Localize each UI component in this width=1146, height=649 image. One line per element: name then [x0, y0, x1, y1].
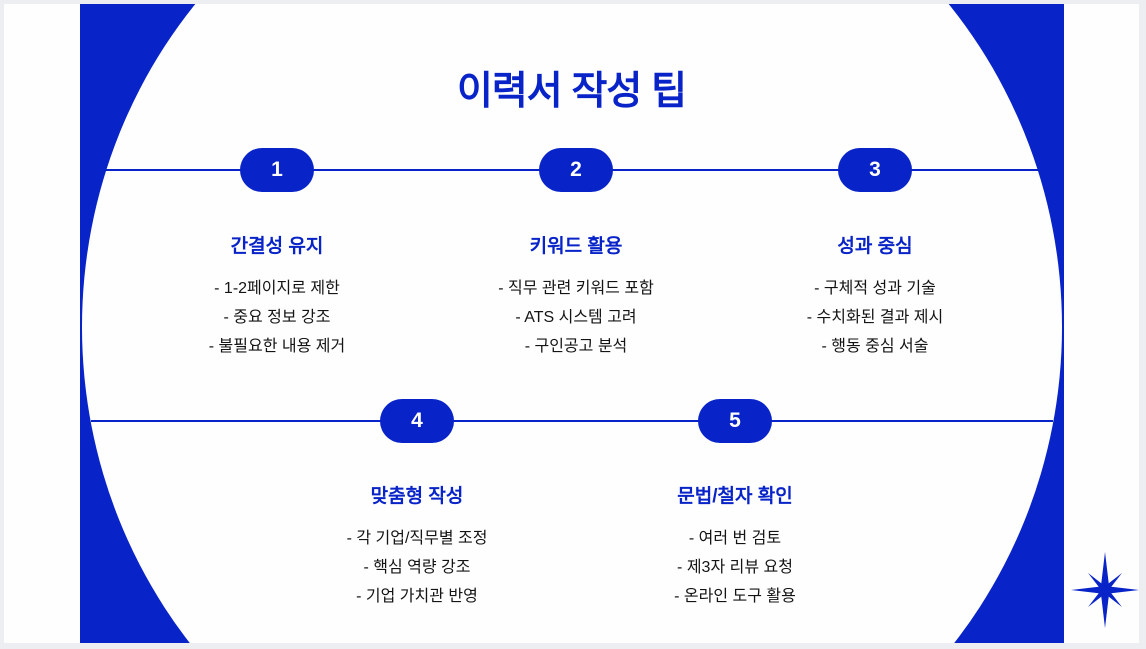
section-heading: 맞춤형 작성 [370, 486, 464, 507]
section-item: - 행동 중심 서술 [821, 338, 929, 355]
section-item: - 수치화된 결과 제시 [806, 309, 944, 326]
section-item: - 구인공고 분석 [524, 338, 628, 355]
section-item: - 1-2페이지로 제한 [214, 280, 340, 297]
section-block-5: 문법/철자 확인 - 여러 번 검토 - 제3자 리뷰 요청 - 온라인 도구 … [605, 486, 865, 611]
section-item: - 제3자 리뷰 요청 [677, 559, 793, 576]
section-item: - 구체적 성과 기술 [814, 280, 936, 297]
section-item: - ATS 시스템 고려 [515, 309, 637, 326]
section-heading: 문법/철자 확인 [677, 486, 793, 507]
step-badge-2: 2 [539, 148, 613, 192]
section-item: - 중요 정보 강조 [223, 309, 331, 326]
page-title: 이력서 작성 팁 [457, 70, 687, 113]
blue-frame-background [80, 4, 1064, 643]
step-badge-3: 3 [838, 148, 912, 192]
section-block-4: 맞춤형 작성 - 각 기업/직무별 조정 - 핵심 역량 강조 - 기업 가치관… [287, 486, 547, 611]
step-badge-1: 1 [240, 148, 314, 192]
step-badge-5: 5 [698, 399, 772, 443]
section-item: - 온라인 도구 활용 [674, 588, 796, 605]
section-heading: 키워드 활용 [529, 236, 623, 257]
slide-canvas: 이력서 작성 팁 1 2 3 4 5 간결성 유지 - 1-2페이지로 제한 -… [4, 4, 1139, 643]
section-item: - 기업 가치관 반영 [356, 588, 478, 605]
section-block-2: 키워드 활용 - 직무 관련 키워드 포함 - ATS 시스템 고려 - 구인공… [446, 236, 706, 361]
section-heading: 성과 중심 [837, 236, 913, 257]
section-block-1: 간결성 유지 - 1-2페이지로 제한 - 중요 정보 강조 - 불필요한 내용… [147, 236, 407, 361]
white-ellipse-background [82, 4, 1062, 643]
section-heading: 간결성 유지 [230, 236, 324, 257]
section-item: - 여러 번 검토 [688, 530, 782, 547]
section-block-3: 성과 중심 - 구체적 성과 기술 - 수치화된 결과 제시 - 행동 중심 서… [745, 236, 1005, 361]
section-item: - 불필요한 내용 제거 [208, 338, 346, 355]
step-badge-4: 4 [380, 399, 454, 443]
section-item: - 직무 관련 키워드 포함 [498, 280, 654, 297]
sparkle-icon [1071, 552, 1139, 628]
section-item: - 각 기업/직무별 조정 [346, 530, 488, 547]
section-item: - 핵심 역량 강조 [363, 559, 471, 576]
timeline-row-2-line [91, 420, 1053, 422]
